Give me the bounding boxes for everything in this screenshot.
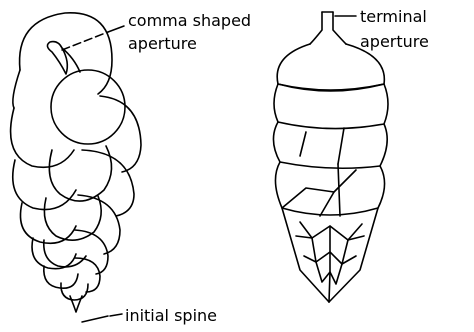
right-chamber-top [277,44,384,91]
label-terminal-line1: terminal [360,7,427,26]
left-chamber-10 [11,108,74,167]
left-inner-chamber-1 [49,146,111,201]
left-chamber-1 [61,283,88,300]
label-spine: initial spine [125,306,217,325]
terminal-neck [310,12,322,44]
left-specimen [11,13,141,312]
leader-comma-tail [108,26,124,32]
leader-spine [82,316,108,322]
right-cone-4 [329,226,330,302]
terminal-neck-right [333,12,346,44]
right-suture-4 [282,208,378,215]
leader-lines [62,16,356,322]
left-final-chamber [51,70,125,144]
label-comma-line2: aperture [128,34,197,53]
label-terminal-line2: aperture [360,32,429,51]
left-chamber-11 [100,96,141,172]
leader-spine-tail [110,314,122,316]
right-suture-1 [278,84,384,90]
right-outline-right [329,84,388,302]
right-partition-3 [300,132,306,156]
right-partition-2 [338,164,340,216]
right-suture-3 [280,162,380,168]
left-inner-chamber-2 [44,196,101,240]
left-chamber-5 [75,230,108,274]
right-suture-2 [278,122,384,129]
label-comma-line1: comma shaped [128,11,251,30]
leader-comma [62,32,108,50]
left-chamber-12-outer [13,70,20,108]
right-partition-1 [338,128,344,164]
left-chamber-12 [20,13,112,94]
comma-aperture [47,42,67,74]
right-specimen [273,12,388,302]
